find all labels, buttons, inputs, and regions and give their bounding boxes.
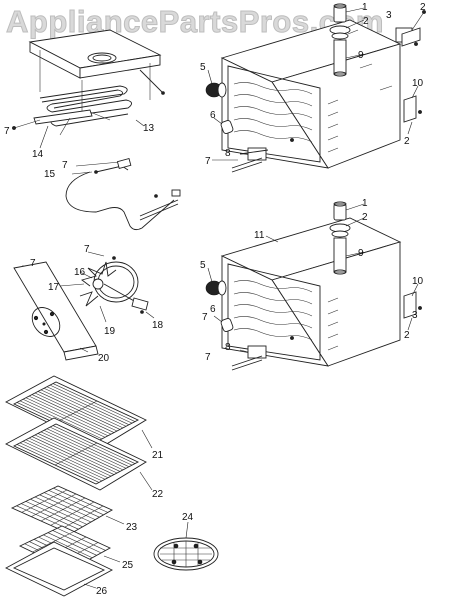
lower-igniter-parts	[205, 280, 294, 371]
top-left-callouts: 7 13 14 7 15	[4, 119, 155, 180]
callout-23: 23	[126, 522, 138, 533]
sensor-wire	[65, 157, 181, 231]
callout-7f: 7	[202, 312, 208, 323]
callout-10b: 10	[412, 276, 424, 287]
callout-7a: 7	[4, 126, 10, 137]
callout-19: 19	[104, 326, 116, 337]
callout-8: 8	[225, 148, 231, 159]
fan-motor-assembly	[79, 256, 149, 314]
callout-25: 25	[122, 560, 134, 571]
lower-oven-callouts: 1 2 11 9 5 7 6 8 7 10 3 2	[200, 198, 424, 363]
callout-1: 1	[362, 2, 368, 13]
bake-element	[12, 85, 132, 136]
callout-11: 11	[254, 230, 265, 241]
callout-16: 16	[74, 267, 86, 278]
lower-bracket-hardware	[403, 291, 422, 319]
upper-vent-tube	[329, 3, 359, 77]
callout-21: 21	[152, 450, 164, 461]
callout-2e: 2	[404, 330, 410, 341]
callout-20: 20	[98, 353, 110, 364]
broil-pan	[5, 541, 113, 597]
callout-7c: 7	[205, 156, 211, 167]
callout-6: 6	[210, 110, 216, 121]
callout-3: 3	[386, 10, 392, 21]
round-pizza-tray	[153, 537, 219, 571]
callout-7b: 7	[62, 160, 68, 171]
upper-igniter-parts	[205, 82, 294, 173]
upper-oven-cavity	[220, 19, 402, 169]
callout-2d: 2	[362, 212, 368, 223]
rack-callouts: 21 22 23 24 25 26	[83, 429, 194, 597]
callout-24: 24	[182, 512, 194, 523]
broil-panel-assembly	[28, 29, 165, 112]
upper-bracket-hardware	[395, 10, 426, 123]
callout-2c: 2	[404, 136, 410, 147]
lower-oven-cavity	[220, 217, 402, 367]
callout-7d: 7	[30, 258, 36, 269]
fan-callouts: 7 16 17 7 18 19 20	[22, 244, 164, 364]
callout-8b: 8	[225, 342, 231, 353]
callout-9b: 9	[358, 248, 364, 259]
oven-rack-lower	[5, 417, 147, 491]
broil-pan-grid	[10, 485, 113, 535]
callout-9: 9	[358, 50, 364, 61]
callout-7g: 7	[205, 352, 211, 363]
fan-cover-panel	[13, 261, 99, 361]
callout-2a: 2	[363, 16, 369, 27]
upper-oven-callouts: 1 2 3 2 9 5 6 7 8 10 2	[200, 2, 426, 167]
callout-26: 26	[96, 586, 108, 597]
callout-1b: 1	[362, 198, 368, 209]
callout-17: 17	[48, 282, 60, 293]
callout-5b: 5	[200, 260, 206, 271]
callout-5: 5	[200, 62, 206, 73]
callout-22: 22	[152, 489, 164, 500]
lower-vent-tube	[329, 201, 351, 275]
callout-6b: 6	[210, 304, 216, 315]
callout-7e: 7	[84, 244, 90, 255]
callout-3b: 3	[412, 310, 418, 321]
callout-10: 10	[412, 78, 424, 89]
callout-14: 14	[32, 149, 44, 160]
callout-15: 15	[44, 169, 56, 180]
callout-2b: 2	[420, 2, 426, 13]
callout-13: 13	[143, 123, 155, 134]
callout-18: 18	[152, 320, 164, 331]
